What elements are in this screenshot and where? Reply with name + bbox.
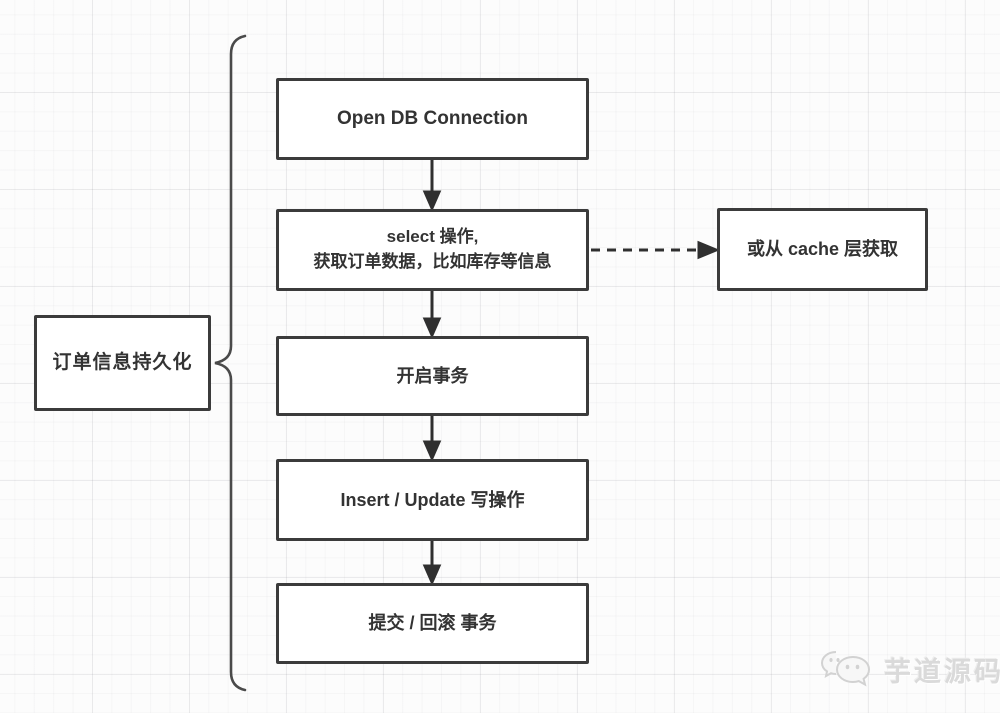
node-label: 订单信息持久化 xyxy=(52,352,193,374)
node-label-line2: 获取订单数据，比如库存等信息 xyxy=(313,252,552,271)
arrow-3-head xyxy=(422,440,442,462)
arrow-1-head xyxy=(422,190,442,212)
node-label: 或从 cache 层获取 xyxy=(746,239,899,260)
wechat-bubbles-icon xyxy=(820,651,871,687)
node-insert-update-write: Insert / Update 写操作 xyxy=(276,459,589,541)
node-begin-transaction: 开启事务 xyxy=(276,336,589,416)
node-commit-rollback: 提交 / 回滚 事务 xyxy=(276,583,589,664)
watermark-text: 芋道源码 xyxy=(884,656,1000,687)
node-cache-fallback: 或从 cache 层获取 xyxy=(717,208,928,291)
node-label-line1: select 操作, xyxy=(386,227,479,247)
watermark: 芋道源码 xyxy=(818,648,1000,690)
node-label: 开启事务 xyxy=(396,365,469,386)
node-open-db-connection: Open DB Connection xyxy=(276,78,589,160)
arrow-4-head xyxy=(422,564,442,586)
node-label: Insert / Update 写操作 xyxy=(340,489,525,510)
arrow-2-head xyxy=(422,317,442,339)
node-label: Open DB Connection xyxy=(336,108,529,130)
node-select-read: select 操作, 获取订单数据，比如库存等信息 xyxy=(276,209,589,291)
arrow-cache-head xyxy=(697,240,720,260)
node-label: 提交 / 回滚 事务 xyxy=(368,613,497,634)
node-order-persistence-label: 订单信息持久化 xyxy=(34,315,211,411)
group-brace xyxy=(214,34,247,692)
